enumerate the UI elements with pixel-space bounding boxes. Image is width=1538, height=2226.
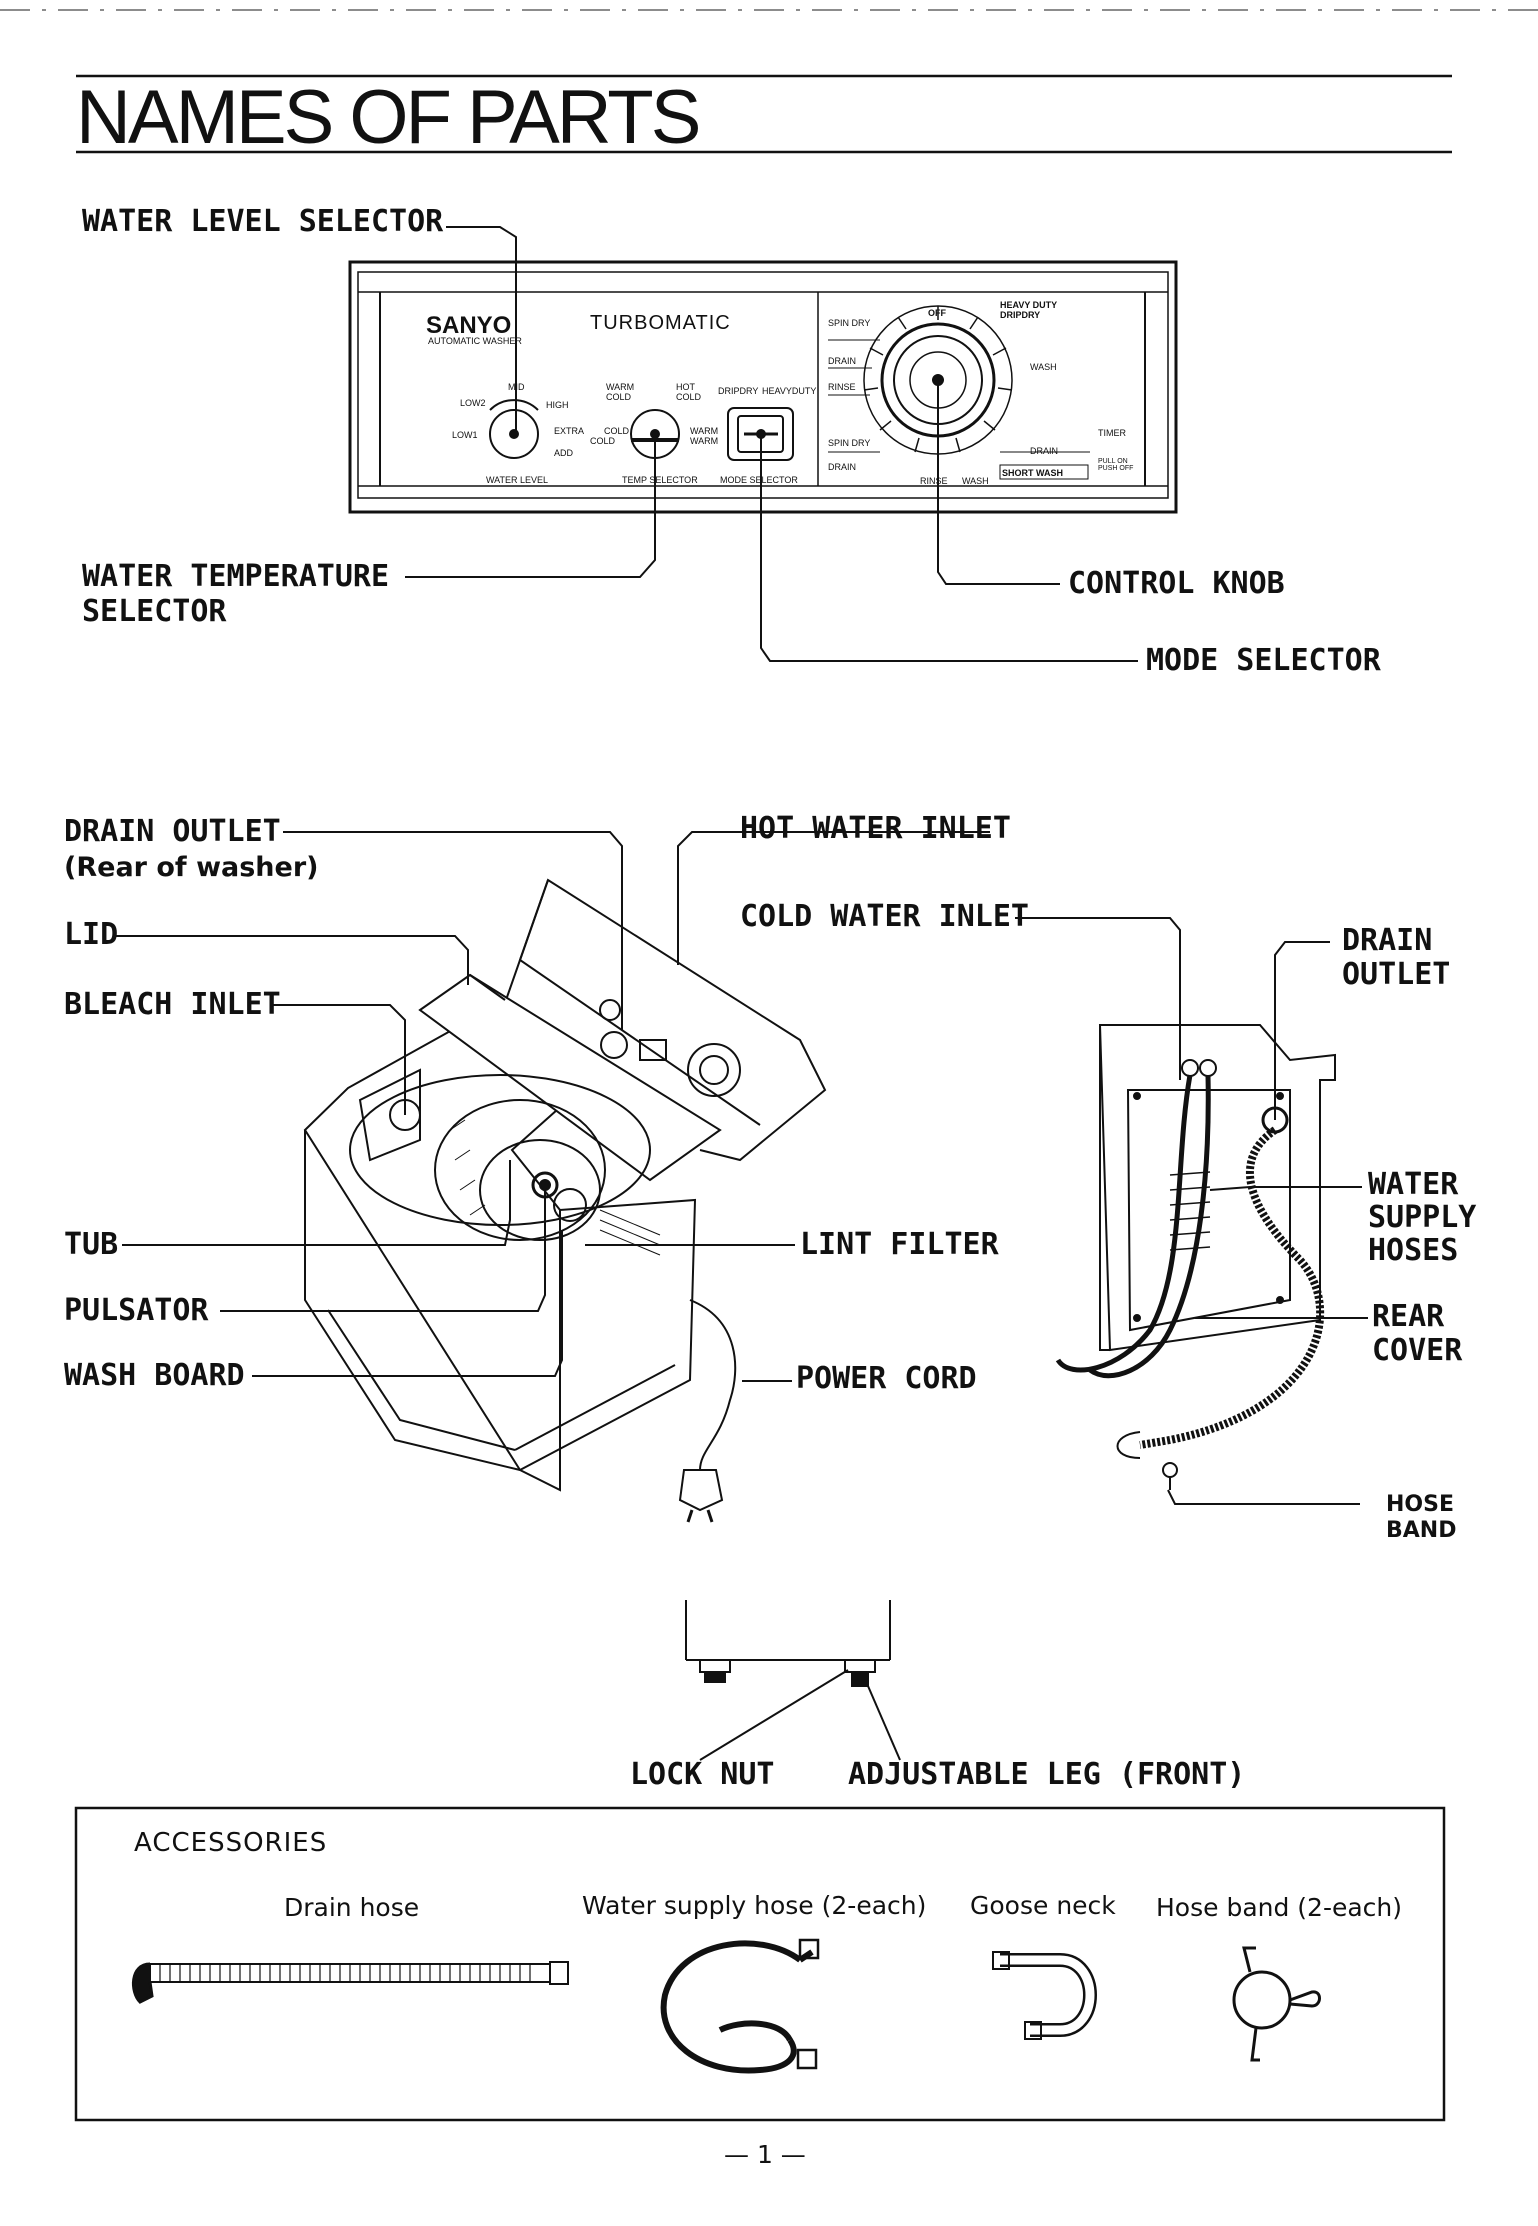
timer-mark: TIMER	[1098, 428, 1126, 438]
label-hose-band-2: BAND	[1386, 1518, 1457, 1543]
water-level-mark: HIGH	[546, 400, 569, 410]
label-mode-selector: MODE SELECTOR	[1146, 643, 1381, 678]
panel-model: TURBOMATIC	[590, 312, 731, 334]
label-hot-water-inlet: HOT WATER INLET	[740, 811, 1011, 846]
label-drain-outlet: DRAIN OUTLET	[64, 814, 281, 849]
temp-mark: COLD	[606, 392, 632, 402]
label-pulsator: PULSATOR	[64, 1293, 209, 1328]
water-level-mark: MID	[508, 382, 525, 392]
label-water-supply-hoses-3: HOSES	[1368, 1233, 1459, 1268]
timer-mark: RINSE	[828, 382, 856, 392]
temp-caption: TEMP SELECTOR	[622, 475, 698, 485]
timer-mark: SPIN DRY	[828, 318, 871, 328]
timer-mark: SPIN DRY	[828, 438, 871, 448]
mode-mark: DRIPDRY	[718, 386, 759, 396]
label-drain-outlet-rear: DRAIN	[1342, 923, 1433, 958]
adjustable-leg-drawing	[685, 1600, 901, 1761]
label-control-knob: CONTROL KNOB	[1068, 566, 1285, 601]
water-level-mark: ADD	[554, 448, 574, 458]
label-water-supply-hoses-2: SUPPLY	[1368, 1200, 1477, 1235]
label-rear-cover: REAR	[1372, 1299, 1445, 1334]
mode-mark: HEAVYDUTY	[762, 386, 817, 396]
label-lid: LID	[64, 917, 119, 952]
label-water-temperature-selector-2: SELECTOR	[82, 594, 227, 629]
label-bleach-inlet: BLEACH INLET	[64, 987, 281, 1022]
label-hose-band: HOSE	[1386, 1492, 1454, 1517]
label-wash-board: WASH BOARD	[64, 1358, 245, 1393]
label-power-cord: POWER CORD	[796, 1361, 977, 1396]
label-water-supply-hoses: WATER	[1368, 1167, 1459, 1202]
temp-mark: WARM	[690, 436, 719, 446]
temp-mark: COLD	[590, 436, 616, 446]
timer-mark: WASH	[1030, 362, 1057, 372]
water-supply-hose-icon	[660, 1938, 820, 2074]
label-tub: TUB	[64, 1227, 119, 1262]
water-level-mark: EXTRA	[554, 426, 585, 436]
timer-mark: SHORT WASH	[1002, 468, 1064, 478]
label-lock-nut: LOCK NUT	[630, 1757, 775, 1792]
page-number: — 1 —	[724, 2140, 806, 2169]
label-rear-cover-2: COVER	[1372, 1333, 1463, 1368]
timer-mark: OFF	[928, 308, 946, 318]
rear-view-drawing	[1055, 1024, 1336, 1490]
panel-brand-sub: AUTOMATIC WASHER	[428, 336, 522, 346]
washer-drawing	[303, 878, 827, 1523]
temp-mark: WARM	[690, 426, 719, 436]
label-water-level-selector: WATER LEVEL SELECTOR	[82, 204, 444, 239]
temp-mark: WARM	[606, 382, 635, 392]
timer-mark: RINSE	[920, 476, 948, 486]
timer-mark: PULL ON PUSH OFF	[1098, 458, 1134, 472]
page-title: NAMES OF PARTS	[76, 75, 701, 160]
label-cold-water-inlet: COLD WATER INLET	[740, 899, 1029, 934]
label-drain-outlet-rear-2: OUTLET	[1342, 957, 1451, 992]
label-drain-outlet-note: (Rear of washer)	[64, 852, 319, 883]
drain-hose-icon	[131, 1961, 569, 2004]
label-water-temperature-selector: WATER TEMPERATURE	[82, 559, 390, 594]
goose-neck-icon	[992, 1951, 1097, 2040]
water-level-mark: LOW2	[460, 398, 486, 408]
accessory-label-hose-band: Hose band (2-each)	[1156, 1893, 1403, 1922]
timer-mark: DRAIN	[1030, 446, 1059, 456]
timer-mark: HEAVY DUTY	[1000, 300, 1058, 310]
accessories-title: ACCESSORIES	[134, 1828, 328, 1858]
water-level-caption: WATER LEVEL	[486, 475, 549, 485]
hose-band-icon	[1232, 1946, 1321, 2062]
timer-mark: DRAIN	[828, 462, 857, 472]
water-level-mark: LOW1	[452, 430, 478, 440]
temp-mark: HOT	[676, 382, 695, 392]
accessory-label-goose-neck: Goose neck	[970, 1891, 1116, 1920]
timer-mark: WASH	[962, 476, 989, 486]
temp-mark: COLD	[604, 426, 630, 436]
label-adjustable-leg: ADJUSTABLE LEG (FRONT)	[848, 1757, 1246, 1792]
accessory-label-drain-hose: Drain hose	[284, 1893, 420, 1922]
label-lint-filter: LINT FILTER	[800, 1227, 999, 1262]
mode-caption: MODE SELECTOR	[720, 475, 798, 485]
timer-mark: DRIPDRY	[1000, 310, 1041, 320]
timer-mark: DRAIN	[828, 356, 857, 366]
panel-brand: SANYO	[426, 312, 512, 339]
temp-mark: COLD	[676, 392, 702, 402]
accessory-label-water-supply-hose: Water supply hose (2-each)	[582, 1891, 927, 1920]
